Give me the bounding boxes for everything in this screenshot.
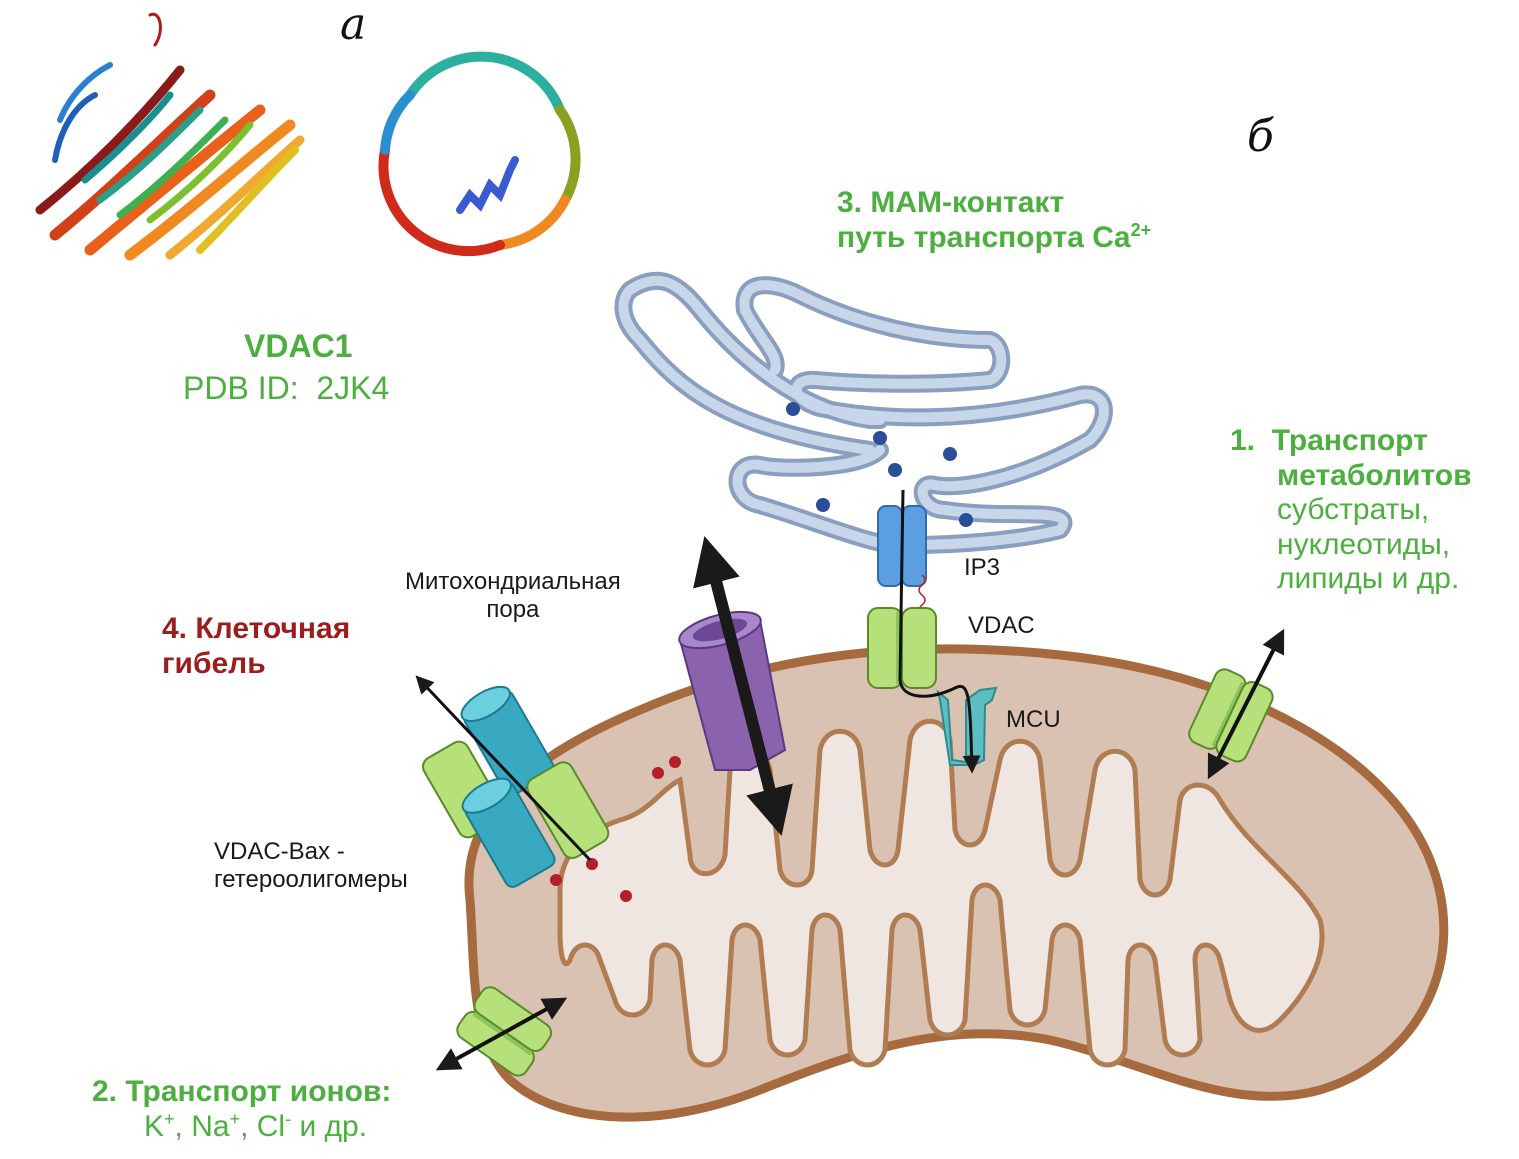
particle <box>620 890 632 902</box>
calcium-ion <box>873 431 887 445</box>
ion-list-tail: и др. <box>299 1109 368 1143</box>
vdac-bax-line2: гетероолигомеры <box>214 865 408 893</box>
structure-name: VDAC1 <box>244 328 353 364</box>
particle <box>586 858 598 870</box>
ip3-label: IP3 <box>964 554 1001 581</box>
particle <box>550 874 562 886</box>
function-title-line1: Транспорт <box>1271 424 1428 457</box>
pdb-prefix: PDB ID: <box>183 370 299 406</box>
ion-charge: + <box>229 1108 241 1129</box>
calcium-ion <box>816 498 830 512</box>
ion-cl: Cl <box>256 1109 286 1143</box>
calcium-ion <box>943 447 957 461</box>
vdac-label: VDAC <box>968 612 1035 639</box>
mam-contact-line2-text: путь транспорта Ca <box>837 220 1131 254</box>
function-number: 1. <box>1230 424 1256 457</box>
calcium-ion <box>959 513 973 527</box>
particle <box>652 767 664 779</box>
vdac-bax-label: VDAC-Bax - гетероолигомеры <box>214 838 408 893</box>
mitochondrion <box>464 644 1449 1122</box>
ion-na: Na <box>191 1109 230 1143</box>
mam-contact-line2: путь транспорта Ca2+ <box>837 221 1151 256</box>
separator: , <box>174 1109 192 1143</box>
calcium-ion <box>888 463 902 477</box>
mam-contact-title: 3. МАМ-контакт путь транспорта Ca2+ <box>837 186 1151 255</box>
particle <box>669 756 681 768</box>
function-title-line2: метаболитов <box>1277 458 1472 492</box>
ion-charge: + <box>164 1108 175 1129</box>
cell-death-arrow <box>415 675 592 862</box>
cell-death-label: 4. Клеточная гибель <box>162 612 350 681</box>
ion-transport-arrow <box>435 997 568 1071</box>
metabolite-item: субстраты, <box>1277 493 1430 526</box>
pdb-id-value: 2JK4 <box>316 370 390 406</box>
cytochrome-c-particles <box>550 756 681 902</box>
vdac1-top-view-structure <box>378 51 581 257</box>
ion-k: K <box>144 1109 165 1143</box>
calcium-ion <box>786 402 800 416</box>
ion-transport-title: 2. Транспорт ионов: <box>92 1075 392 1108</box>
vdac1-side-view-structure <box>35 12 305 261</box>
metabolite-item: липиды и др. <box>1277 562 1460 595</box>
mcu-label: MCU <box>1006 706 1061 733</box>
ip3-receptor-channel <box>877 505 927 587</box>
ion-transport-label: 2. Транспорт ионов: K+, Na+, Cl- и др. <box>92 1075 391 1144</box>
vdac-channel-mam <box>867 607 937 689</box>
metabolite-transport-arrow <box>1207 628 1285 780</box>
calcium-ions <box>786 402 973 527</box>
panel-label-b: б <box>1247 111 1274 162</box>
pore-bidirectional-arrow <box>693 536 793 836</box>
endoplasmic-reticulum <box>614 271 1113 554</box>
mam-contact-line1: 3. МАМ-контакт <box>837 186 1065 219</box>
vdac-bax-line1: VDAC-Bax - <box>214 838 345 865</box>
separator: , <box>240 1109 257 1143</box>
cell-death-line2: гибель <box>162 646 266 680</box>
panel-label-a: а <box>340 0 367 50</box>
cell-death-line1: 4. Клеточная <box>162 612 351 645</box>
pore-label-line2: пора <box>486 595 540 623</box>
mcu-channel <box>936 686 998 766</box>
pdb-id-label: PDB ID: 2JK4 <box>183 370 389 407</box>
mitochondrial-pore-label: Митохондриальная пора <box>405 568 621 623</box>
metabolite-transport-title: 1. Транспорт <box>1230 424 1472 459</box>
ion-charge: - <box>285 1108 292 1129</box>
calcium-path-arrow <box>898 489 981 774</box>
metabolite-item: нуклеотиды, <box>1277 527 1451 561</box>
pore-label-line1: Митохондриальная <box>405 568 621 595</box>
vdac-bax-oligomer <box>422 685 610 888</box>
calcium-charge: 2+ <box>1130 219 1152 240</box>
metabolite-transport-label: 1. Транспорт метаболитов субстраты, нукл… <box>1230 424 1472 597</box>
ion-list: K+, Na+, Cl- и др. <box>92 1110 391 1145</box>
